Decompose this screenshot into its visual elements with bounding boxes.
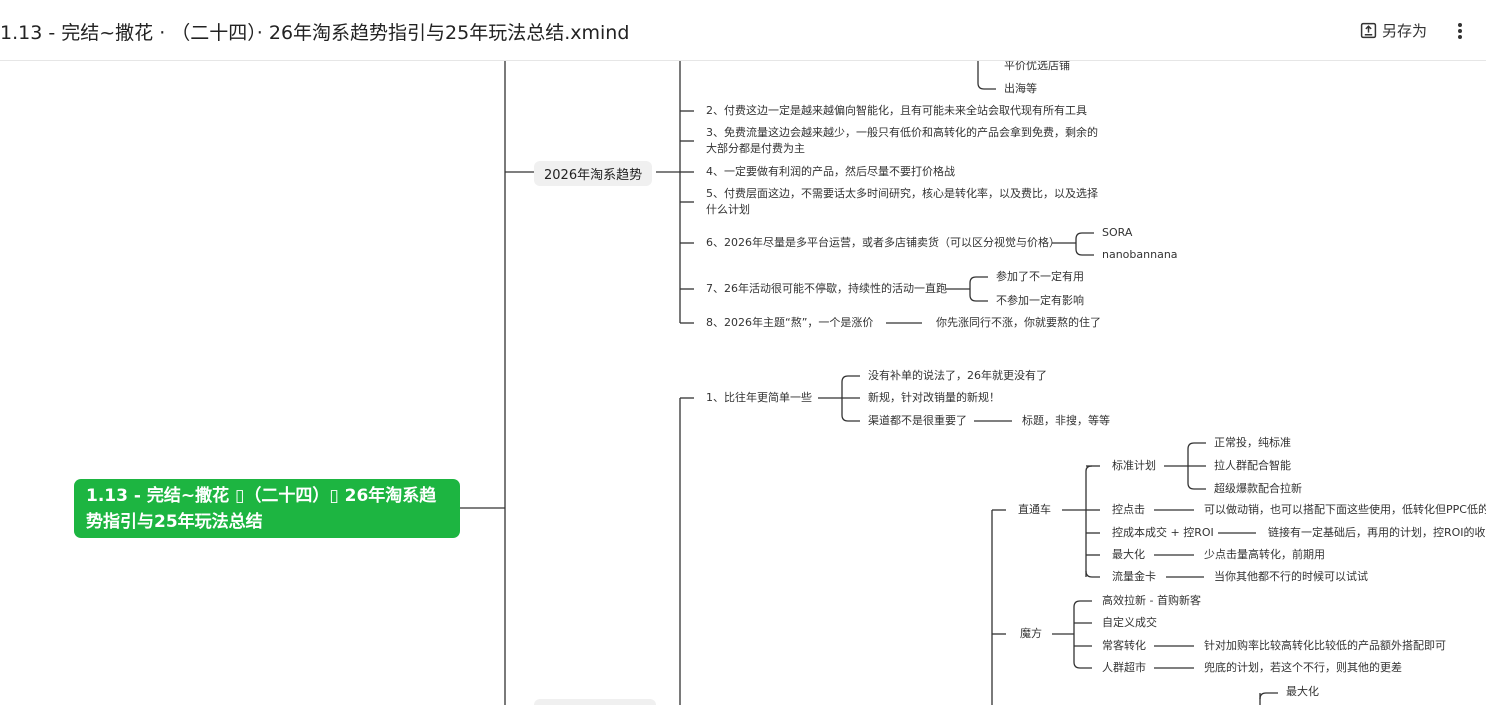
list-item[interactable]: 渠道都不是很重要了 xyxy=(868,414,967,427)
mofang-item-regular[interactable]: 常客转化 xyxy=(1102,639,1146,652)
ztc-item-control-roi[interactable]: 控成本成交 + 控ROI xyxy=(1112,526,1214,539)
file-title: 1.13 - 完结~撒花 · （二十四）· 26年淘系趋势指引与25年玩法总结.… xyxy=(0,22,630,44)
save-as-label: 另存为 xyxy=(1382,22,1428,40)
save-as-icon xyxy=(1360,22,1377,39)
list-item[interactable]: 少点击量高转化，前期用 xyxy=(1204,548,1325,561)
trend-item-8[interactable]: 8、2026年主题“熬”，一个是涨价 xyxy=(706,316,874,329)
list-item[interactable]: 标题，非搜，等等 xyxy=(1022,414,1110,427)
trend-item-6[interactable]: 6、2026年尽量是多平台运营，或者多店铺卖货（可以区分视觉与价格） xyxy=(706,236,1060,249)
ztc-item-maximize[interactable]: 最大化 xyxy=(1112,548,1145,561)
list-item[interactable]: 正常投，纯标准 xyxy=(1214,436,1291,449)
branch-summary[interactable] xyxy=(534,699,656,705)
root-topic-line-1: 1.13 - 完结~撒花 ▯（二十四）▯ 26年淘系趋 xyxy=(86,486,437,506)
mofang-item-custom-deal[interactable]: 自定义成交 xyxy=(1102,616,1157,629)
trend-item-7[interactable]: 7、26年活动很可能不停歇，持续性的活动一直跑 xyxy=(706,282,947,295)
save-as-button[interactable]: 另存为 xyxy=(1360,20,1427,41)
list-item[interactable]: 超级爆款配合拉新 xyxy=(1214,482,1302,495)
list-item[interactable]: 兜底的计划，若这个不行，则其他的更差 xyxy=(1204,661,1402,674)
list-item[interactable]: 不参加一定有影响 xyxy=(996,294,1084,307)
list-item[interactable]: 参加了不一定有用 xyxy=(996,270,1084,283)
list-item[interactable]: 链接有一定基础后，再用的计划，控ROI的收割 xyxy=(1268,526,1486,539)
standard-plan-node[interactable]: 标准计划 xyxy=(1112,459,1156,472)
trend-item-3[interactable]: 3、免费流量这边会越来越少，一般只有低价和高转化的产品会拿到免费，剩余的 xyxy=(706,126,1098,139)
zhitongche-node[interactable]: 直通车 xyxy=(1018,503,1051,516)
trend-item-5[interactable]: 5、付费层面这边，不需要话太多时间研究，核心是转化率，以及费比，以及选择 xyxy=(706,187,1098,200)
list-item[interactable]: nanobannana xyxy=(1102,248,1178,261)
ztc-item-control-click[interactable]: 控点击 xyxy=(1112,503,1145,516)
list-item[interactable]: 可以做动销，也可以搭配下面这些使用，低转化但PPC低的工 xyxy=(1204,503,1486,516)
root-topic[interactable]: 1.13 - 完结~撒花 ▯（二十四）▯ 26年淘系趋 势指引与25年玩法总结 xyxy=(74,479,460,538)
trend-item-2[interactable]: 2、付费这边一定是越来越偏向智能化，且有可能未来全站会取代现有所有工具 xyxy=(706,104,1087,117)
mofang-node[interactable]: 魔方 xyxy=(1020,627,1042,640)
mofang-item-crowd-market[interactable]: 人群超市 xyxy=(1102,661,1146,674)
list-item[interactable]: 平价优选店铺 xyxy=(1004,61,1070,72)
list-item[interactable]: 针对加购率比较高转化比较低的产品额外搭配即可 xyxy=(1204,639,1446,652)
list-item[interactable]: 你先涨同行不涨，你就要熬的住了 xyxy=(936,316,1101,329)
list-item[interactable]: 没有补单的说法了，26年就更没有了 xyxy=(868,369,1047,382)
list-item[interactable]: 新规，针对改销量的新规！ xyxy=(868,391,1000,404)
ztc-item-traffic-card[interactable]: 流量金卡 xyxy=(1112,570,1156,583)
trend-item-5-cont: 什么计划 xyxy=(706,203,750,216)
summary-item-1[interactable]: 1、比往年更简单一些 xyxy=(706,391,812,404)
more-vertical-icon[interactable] xyxy=(1450,20,1470,42)
list-item[interactable]: SORA xyxy=(1102,226,1133,239)
list-item[interactable]: 当你其他都不行的时候可以试试 xyxy=(1214,570,1368,583)
mofang-item-new-customer[interactable]: 高效拉新 - 首购新客 xyxy=(1102,594,1201,607)
root-topic-line-2: 势指引与25年玩法总结 xyxy=(86,512,263,532)
list-item[interactable]: 出海等 xyxy=(1004,82,1037,95)
list-item[interactable]: 最大化 xyxy=(1286,685,1319,698)
connector-lines xyxy=(460,61,1278,705)
mindmap-canvas[interactable]: 1.13 - 完结~撒花 ▯（二十四）▯ 26年淘系趋 势指引与25年玩法总结 … xyxy=(0,61,1486,705)
trend-item-3-cont: 大部分都是付费为主 xyxy=(706,142,805,155)
branch-2026-trend[interactable]: 2026年淘系趋势 xyxy=(534,161,653,186)
list-item[interactable]: 拉人群配合智能 xyxy=(1214,459,1291,472)
title-bar: 1.13 - 完结~撒花 · （二十四）· 26年淘系趋势指引与25年玩法总结.… xyxy=(0,0,1486,61)
trend-item-4[interactable]: 4、一定要做有利润的产品，然后尽量不要打价格战 xyxy=(706,165,955,178)
